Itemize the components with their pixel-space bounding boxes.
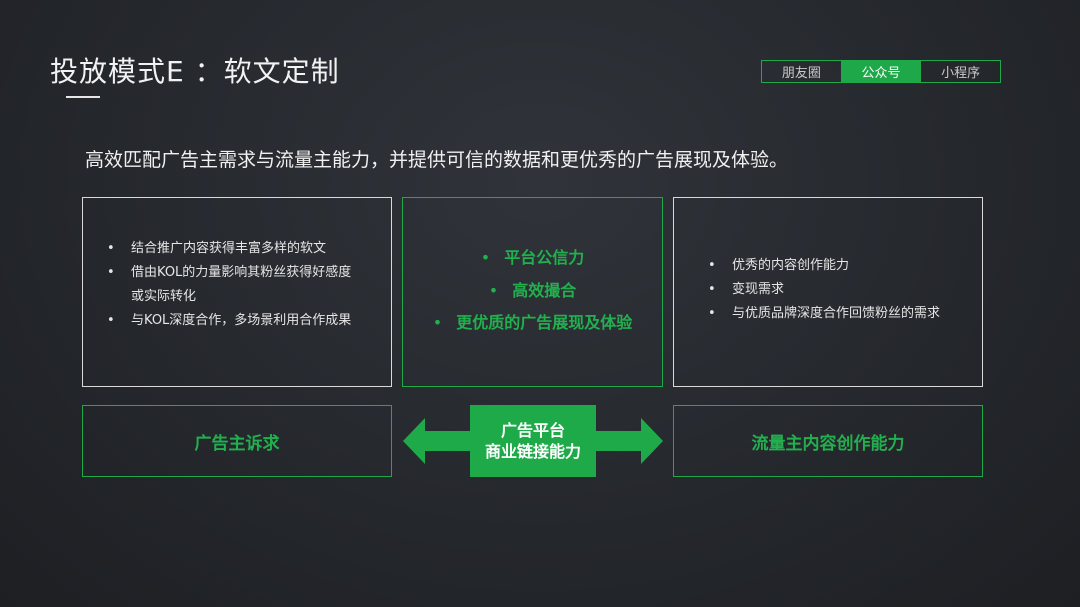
bullet-dot: • — [432, 313, 443, 332]
publisher-capability-label: 流量主内容创作能力 — [751, 433, 905, 454]
list-item: •平台公信力 — [480, 248, 585, 267]
tab-bar: 朋友圈 公众号 小程序 — [761, 60, 1001, 83]
publisher-bullet-list: 优秀的内容创作能力 变现需求 与优质品牌深度合作回馈粉丝的需求 — [708, 254, 968, 326]
platform-detail-box: •平台公信力 •高效撮合 •更优质的广告展现及体验 — [402, 197, 663, 387]
list-item: 与KOL深度合作，多场景利用合作成果 — [107, 309, 357, 333]
platform-capability-block: 广告平台 商业链接能力 — [470, 405, 596, 477]
advertiser-bullet-list: 结合推广内容获得丰富多样的软文 借由KOL的力量影响其粉丝获得好感度或实际转化 … — [107, 237, 357, 333]
bullet-dot: • — [488, 280, 499, 300]
tab-mini-program[interactable]: 小程序 — [941, 66, 981, 81]
list-item: 借由KOL的力量影响其粉丝获得好感度或实际转化 — [107, 261, 357, 309]
list-item: 与优质品牌深度合作回馈粉丝的需求 — [708, 302, 968, 326]
platform-capability-line2: 商业链接能力 — [484, 442, 581, 461]
bullet-dot: • — [480, 248, 491, 267]
list-item: 结合推广内容获得丰富多样的软文 — [107, 237, 357, 261]
publisher-capability-box: 流量主内容创作能力 — [673, 405, 983, 477]
platform-bullet-list: •平台公信力 •高效撮合 •更优质的广告展现及体验 — [403, 242, 662, 340]
publisher-detail-box: 优秀的内容创作能力 变现需求 与优质品牌深度合作回馈粉丝的需求 — [673, 197, 983, 387]
advertiser-demand-box: 广告主诉求 — [82, 405, 392, 477]
page-title: 投放模式E ：软文定制 — [50, 55, 340, 88]
list-item: 变现需求 — [708, 278, 968, 302]
title-underline — [66, 96, 100, 98]
tab-official-account[interactable]: 公众号 — [841, 61, 922, 82]
subtitle: 高效匹配广告主需求与流量主能力，并提供可信的数据和更优秀的广告展现及体验。 — [85, 149, 789, 171]
list-item: •更优质的广告展现及体验 — [432, 313, 633, 332]
list-item: 优秀的内容创作能力 — [708, 254, 968, 278]
list-item: •高效撮合 — [488, 280, 577, 300]
advertiser-demand-label: 广告主诉求 — [194, 433, 280, 454]
platform-capability-line1: 广告平台 — [500, 421, 565, 440]
tab-moments[interactable]: 朋友圈 — [762, 61, 842, 82]
advertiser-detail-box: 结合推广内容获得丰富多样的软文 借由KOL的力量影响其粉丝获得好感度或实际转化 … — [82, 197, 392, 387]
